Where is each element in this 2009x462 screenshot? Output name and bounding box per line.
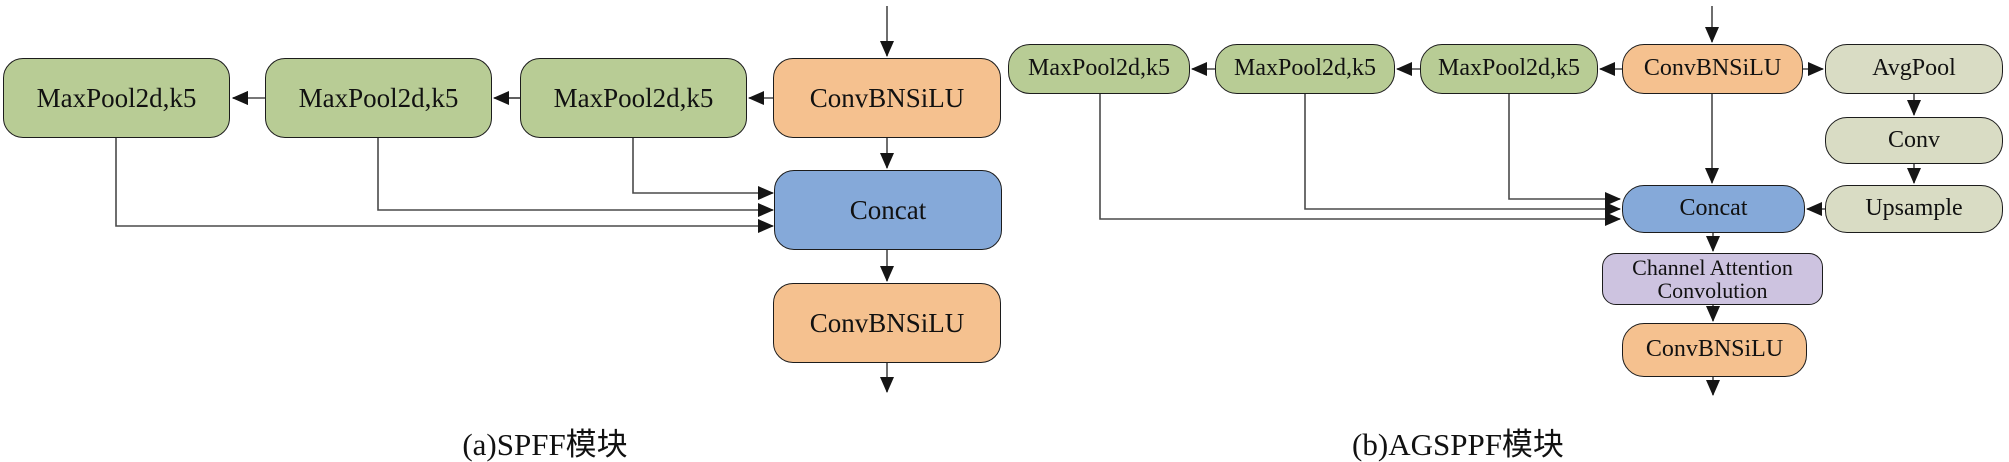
node-b-channel-attention-convolution: Channel Attention Convolution <box>1602 253 1823 305</box>
node-b-avgpool: AvgPool <box>1825 44 2003 94</box>
node-b-convbnsilu-in: ConvBNSiLU <box>1622 44 1803 94</box>
node-a-convbnsilu-out: ConvBNSiLU <box>773 283 1001 363</box>
wire-a-maxpool3-to-concat <box>632 138 774 200</box>
node-a-convbnsilu-in: ConvBNSiLU <box>773 58 1001 138</box>
node-b-maxpool-1: MaxPool2d,k5 <box>1008 44 1190 94</box>
node-label: MaxPool2d,k5 <box>1027 55 1170 82</box>
wire-b-maxpool3-to-concat <box>1508 94 1621 206</box>
wire-b-maxpool2-to-concat <box>1304 94 1621 216</box>
wire-a-maxpool2-to-concat <box>377 138 774 217</box>
node-label: MaxPool2d,k5 <box>1233 55 1376 82</box>
node-label: Upsample <box>1865 195 1963 222</box>
node-label: MaxPool2d,k5 <box>1437 55 1580 82</box>
wire-b-maxpool1-to-concat <box>1099 94 1621 226</box>
node-b-conv: Conv <box>1825 117 2003 164</box>
node-label: ConvBNSiLU <box>809 82 965 113</box>
node-b-maxpool-3: MaxPool2d,k5 <box>1420 44 1598 94</box>
node-label: ConvBNSiLU <box>1645 336 1784 363</box>
node-label: MaxPool2d,k5 <box>553 82 714 113</box>
node-label: AvgPool <box>1872 55 1956 82</box>
node-label: ConvBNSiLU <box>1643 55 1782 82</box>
node-b-maxpool-2: MaxPool2d,k5 <box>1215 44 1395 94</box>
node-label: MaxPool2d,k5 <box>298 82 459 113</box>
node-label: Conv <box>1887 126 1940 153</box>
node-a-concat: Concat <box>774 170 1002 250</box>
caption-diagram-a: (a)SPFF模块 <box>462 427 628 462</box>
node-a-maxpool-2: MaxPool2d,k5 <box>265 58 492 138</box>
node-b-concat: Concat <box>1622 185 1805 233</box>
node-label: Concat <box>1679 195 1748 222</box>
node-b-upsample: Upsample <box>1825 185 2003 233</box>
node-label: Concat <box>849 194 927 225</box>
node-b-convbnsilu-out: ConvBNSiLU <box>1622 323 1807 377</box>
node-label: ConvBNSiLU <box>809 307 965 338</box>
node-a-maxpool-3: MaxPool2d,k5 <box>520 58 747 138</box>
node-a-maxpool-1: MaxPool2d,k5 <box>3 58 230 138</box>
caption-diagram-b: (b)AGSPPF模块 <box>1352 427 1564 462</box>
node-label: MaxPool2d,k5 <box>36 82 197 113</box>
node-label: Channel Attention Convolution <box>1632 254 1793 303</box>
wire-a-maxpool1-to-concat <box>115 138 774 233</box>
